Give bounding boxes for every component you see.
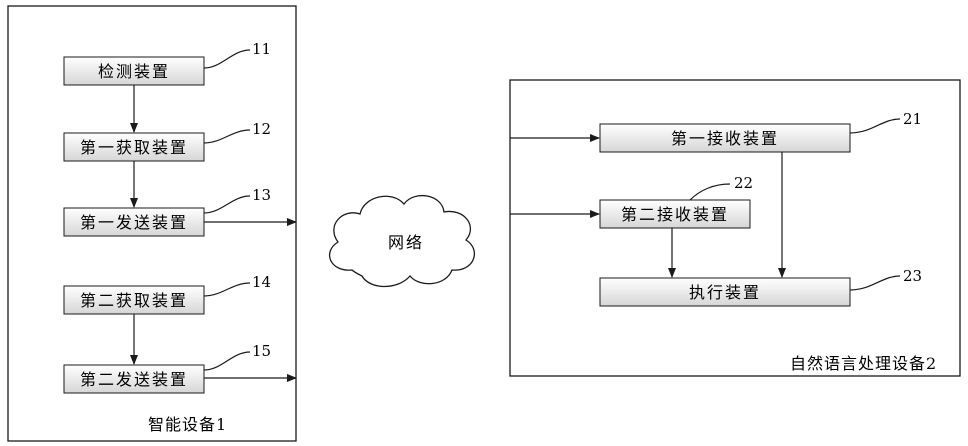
module-first-acquire: 第一获取装置 (64, 133, 204, 161)
leader-11 (204, 50, 250, 68)
leader-23 (850, 276, 900, 290)
module-execute: 执行装置 (600, 278, 850, 306)
leader-13 (204, 196, 250, 213)
network-label: 网络 (388, 233, 424, 252)
ref-12: 12 (252, 120, 271, 138)
ref-22: 22 (734, 174, 753, 192)
module-first-send: 第一发送装置 (64, 208, 204, 236)
leader-22 (690, 184, 730, 200)
leader-21 (850, 119, 900, 133)
leader-14 (204, 283, 250, 296)
ref-14: 14 (252, 273, 271, 291)
ref-11: 11 (252, 40, 271, 58)
ref-15: 15 (252, 342, 271, 360)
network-cloud: 网络 (330, 196, 475, 287)
module-first-receive: 第一接收装置 (600, 124, 850, 152)
module-detect: 检测装置 (64, 57, 204, 85)
device1-caption: 智能设备1 (148, 415, 227, 434)
device2-caption: 自然语言处理设备2 (790, 354, 937, 373)
module-second-acquire-label: 第二获取装置 (80, 291, 188, 310)
leader-12 (204, 130, 250, 143)
module-execute-label: 执行装置 (689, 283, 761, 302)
module-first-acquire-label: 第一获取装置 (80, 138, 188, 157)
module-second-send: 第二发送装置 (64, 365, 204, 393)
module-first-send-label: 第一发送装置 (80, 213, 188, 232)
ref-23: 23 (903, 267, 922, 285)
module-second-receive: 第二接收装置 (600, 200, 750, 228)
ref-13: 13 (252, 186, 271, 204)
ref-21: 21 (903, 110, 922, 128)
module-first-receive-label: 第一接收装置 (671, 129, 779, 148)
leader-15 (204, 352, 250, 370)
module-second-receive-label: 第二接收装置 (621, 205, 729, 224)
module-second-send-label: 第二发送装置 (80, 370, 188, 389)
module-second-acquire: 第二获取装置 (64, 286, 204, 314)
module-detect-label: 检测装置 (98, 62, 170, 81)
